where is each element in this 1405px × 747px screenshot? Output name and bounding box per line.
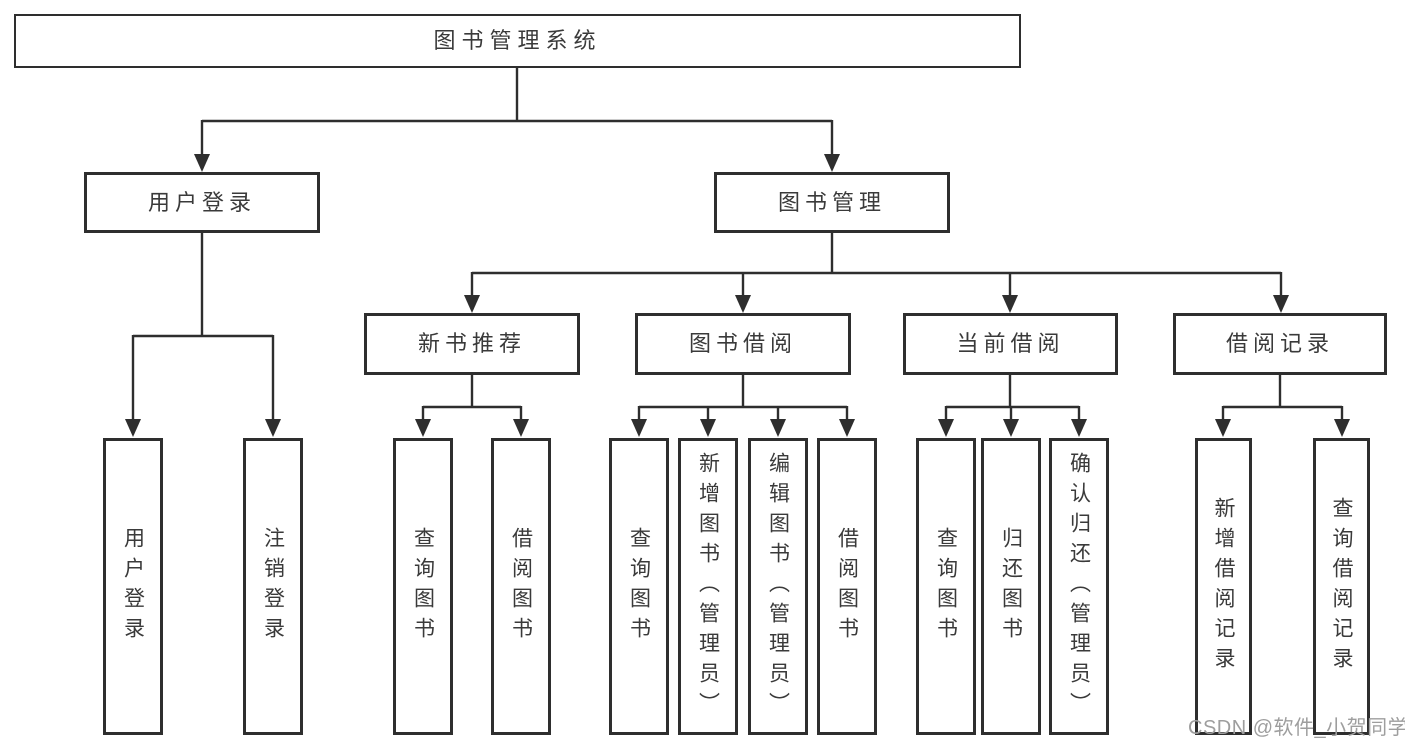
leaf-confirm-return-admin-label: 确认归还（管理员） [1067, 451, 1091, 722]
node-book-borrow: 图书借阅 [635, 313, 851, 375]
leaf-borrow-book: 借阅图书 [817, 438, 877, 735]
leaf-edit-book-admin: 编辑图书（管理员） [748, 438, 808, 735]
csdn-watermark: CSDN @软件_小贺同学 [1188, 717, 1405, 739]
leaf-edit-book-admin-label: 编辑图书（管理员） [766, 451, 790, 722]
leaf-return-book-label: 归还图书 [999, 526, 1023, 647]
leaf-logout: 注销登录 [243, 438, 303, 735]
node-borrow-record-label: 借阅记录 [1225, 331, 1334, 356]
leaf-borrow-book-label: 借阅图书 [835, 526, 859, 647]
leaf-add-borrow-record: 新增借阅记录 [1195, 438, 1252, 735]
leaf-add-book-admin-label: 新增图书（管理员） [696, 451, 720, 722]
node-borrow-record: 借阅记录 [1173, 313, 1387, 375]
leaf-user-login: 用户登录 [103, 438, 163, 735]
node-user-login: 用户登录 [84, 172, 320, 233]
node-root-label: 图书管理系统 [433, 28, 602, 53]
tree-branch-lines [131, 67, 1344, 421]
leaf-recommend-query-book: 查询图书 [393, 438, 453, 735]
node-book-management: 图书管理 [714, 172, 950, 233]
leaf-borrow-query-book-label: 查询图书 [627, 526, 651, 647]
leaf-current-query-book-label: 查询图书 [934, 526, 958, 647]
node-book-management-label: 图书管理 [777, 189, 886, 215]
leaf-query-borrow-record: 查询借阅记录 [1313, 438, 1370, 735]
leaf-recommend-query-book-label: 查询图书 [411, 526, 435, 647]
node-new-book-recommend-label: 新书推荐 [417, 331, 526, 356]
leaf-user-login-label: 用户登录 [121, 526, 145, 647]
leaf-add-book-admin: 新增图书（管理员） [678, 438, 738, 735]
arrowheads [125, 154, 1350, 437]
node-new-book-recommend: 新书推荐 [364, 313, 580, 375]
leaf-recommend-borrow-book: 借阅图书 [491, 438, 551, 735]
node-root-system: 图书管理系统 [14, 14, 1021, 68]
leaf-add-borrow-record-label: 新增借阅记录 [1212, 496, 1235, 677]
leaf-logout-label: 注销登录 [261, 526, 285, 647]
leaf-confirm-return-admin: 确认归还（管理员） [1049, 438, 1109, 735]
leaf-query-borrow-record-label: 查询借阅记录 [1330, 496, 1353, 677]
node-current-borrow: 当前借阅 [903, 313, 1118, 375]
leaf-borrow-query-book: 查询图书 [609, 438, 669, 735]
leaf-recommend-borrow-book-label: 借阅图书 [509, 526, 533, 647]
leaf-current-query-book: 查询图书 [916, 438, 976, 735]
node-user-login-label: 用户登录 [147, 189, 256, 215]
node-book-borrow-label: 图书借阅 [688, 331, 797, 356]
node-current-borrow-label: 当前借阅 [956, 331, 1065, 356]
leaf-return-book: 归还图书 [981, 438, 1041, 735]
